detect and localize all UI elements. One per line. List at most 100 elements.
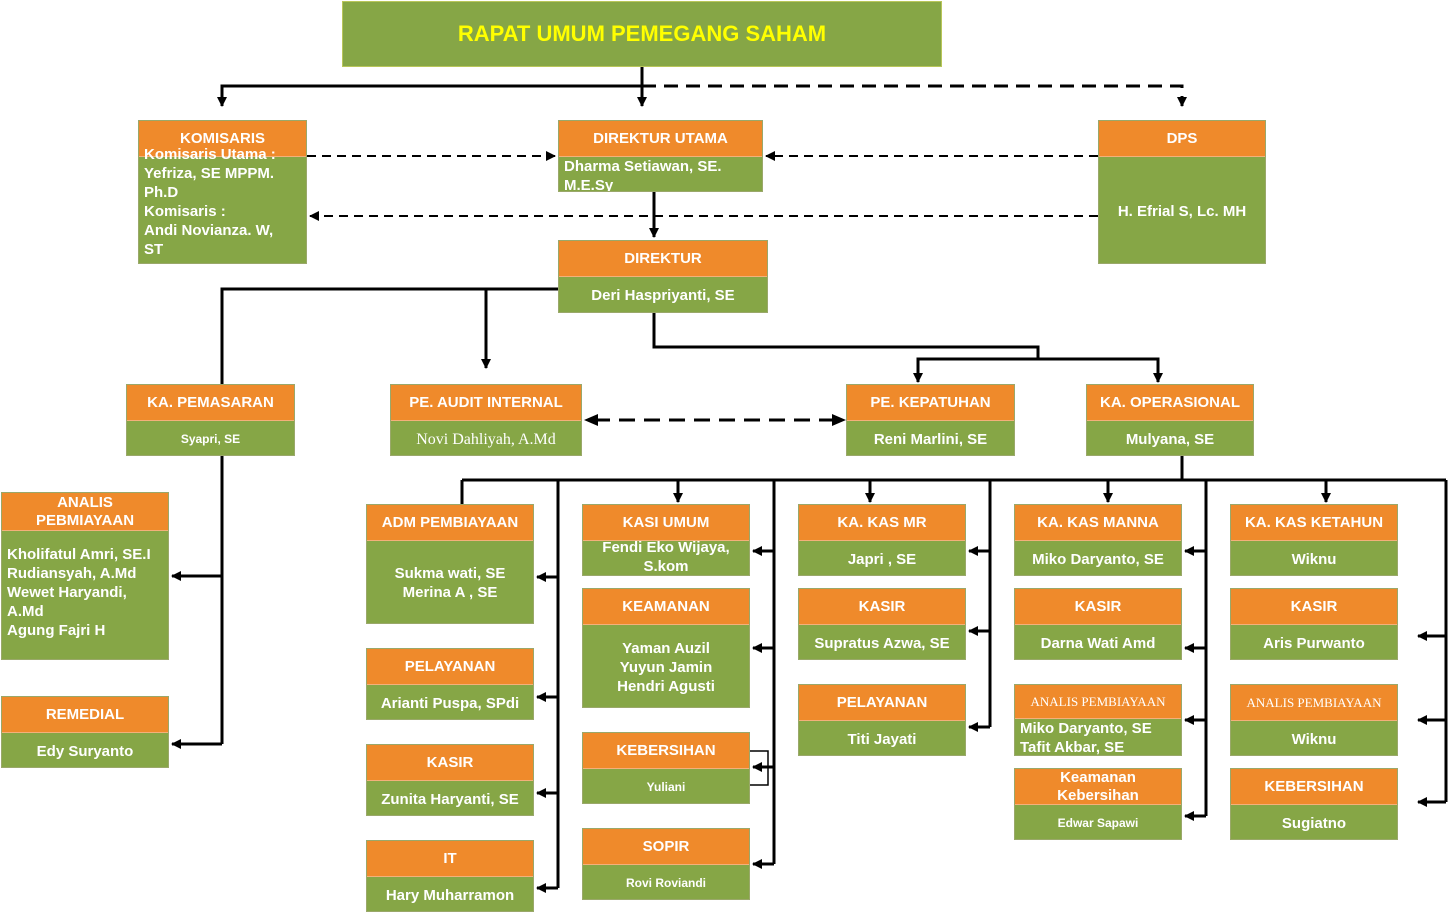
analis-pembiayaan-line: Kholifatul Amri, SE.I — [7, 546, 151, 563]
audit-line: Novi Dahliyah, A.Md — [416, 430, 556, 448]
analis3-body: Miko Daryanto, SE Tafit Akbar, SE — [1015, 719, 1181, 755]
komisaris-line: Komisaris : — [144, 203, 226, 220]
adm-pembiayaan-box: ADM PEMBIAYAAN Sukma wati, SE Merina A ,… — [366, 504, 534, 624]
analis3-line: Miko Daryanto, SE — [1020, 720, 1152, 737]
kasir4-body: Aris Purwanto — [1231, 625, 1397, 659]
kasir1-line: Zunita Haryanti, SE — [381, 790, 519, 808]
analis3-box: ANALIS PEMBIAYAAN Miko Daryanto, SE Tafi… — [1014, 684, 1182, 756]
kasi-umum-box: KASI UMUM Fendi Eko Wijaya, S.kom — [582, 504, 750, 576]
kebersihan2-body: Sugiatno — [1231, 805, 1397, 839]
direktur-header: DIREKTUR — [559, 241, 767, 277]
keamanan-kebersihan-title-line: Kebersihan — [1057, 786, 1139, 804]
dirut-body: Dharma Setiawan, SE. M.E.Sy — [559, 157, 762, 192]
analis4-body: Wiknu — [1231, 721, 1397, 755]
kepatuhan-header: PE. KEPATUHAN — [847, 385, 1014, 421]
kas-ketahun-line: Wiknu — [1291, 550, 1337, 568]
komisaris-body: Komisaris Utama : Yefriza, SE MPPM. Ph.D… — [139, 145, 306, 258]
dirut-line: Dharma Setiawan, SE. — [564, 158, 722, 175]
dps-box: DPS H. Efrial S, Lc. MH — [1098, 120, 1266, 264]
kasir2-line: Supratus Azwa, SE — [814, 634, 950, 652]
kasir3-body: Darna Wati Amd — [1015, 625, 1181, 659]
keamanan-kebersihan-box: Keamanan Kebersihan Edwar Sapawi — [1014, 768, 1182, 840]
ka-operasional-header: KA. OPERASIONAL — [1087, 385, 1253, 421]
kebersihan1-box: KEBERSIHAN Yuliani — [582, 732, 750, 804]
analis-pembiayaan-box: ANALIS PEBMIAYAAN Kholifatul Amri, SE.I … — [1, 492, 169, 660]
kasir2-body: Supratus Azwa, SE — [799, 625, 965, 659]
kebersihan2-line: Sugiatno — [1281, 814, 1347, 832]
kas-ketahun-box: KA. KAS KETAHUN Wiknu — [1230, 504, 1398, 576]
remedial-line: Edy Suryanto — [36, 742, 134, 760]
keamanan-kebersihan-line: Edwar Sapawi — [1057, 815, 1139, 830]
kepatuhan-box: PE. KEPATUHAN Reni Marlini, SE — [846, 384, 1015, 456]
audit-box: PE. AUDIT INTERNAL Novi Dahliyah, A.Md — [390, 384, 582, 456]
kasir1-body: Zunita Haryanti, SE — [367, 781, 533, 815]
analis-pembiayaan-body: Kholifatul Amri, SE.I Rudiansyah, A.Md W… — [2, 531, 168, 659]
kasir3-header: KASIR — [1015, 589, 1181, 625]
adm-pembiayaan-body: Sukma wati, SE Merina A , SE — [367, 541, 533, 623]
analis-pembiayaan-line: Wewet Haryandi, — [7, 584, 127, 601]
analis-pembiayaan-line: Rudiansyah, A.Md — [7, 565, 137, 582]
kasir4-header: KASIR — [1231, 589, 1397, 625]
sopir-header: SOPIR — [583, 829, 749, 865]
keamanan-header: KEAMANAN — [583, 589, 749, 625]
dirut-header: DIREKTUR UTAMA — [559, 121, 762, 157]
line-keb1-loop — [750, 750, 769, 786]
kasir3-line: Darna Wati Amd — [1040, 634, 1156, 652]
komisaris-box: KOMISARIS Komisaris Utama : Yefriza, SE … — [138, 120, 307, 264]
analis4-line: Wiknu — [1291, 730, 1337, 748]
keamanan-line: Yuyun Jamin — [619, 658, 713, 676]
kasir2-box: KASIR Supratus Azwa, SE — [798, 588, 966, 660]
ka-pemasaran-header: KA. PEMASARAN — [127, 385, 294, 421]
adm-pembiayaan-line: Sukma wati, SE — [394, 565, 506, 582]
audit-header: PE. AUDIT INTERNAL — [391, 385, 581, 421]
line-rups-komisaris — [217, 84, 642, 107]
ka-pemasaran-body: Syapri, SE — [127, 421, 294, 455]
kas-ketahun-body: Wiknu — [1231, 541, 1397, 575]
kebersihan1-header: KEBERSIHAN — [583, 733, 749, 769]
direktur-line: Deri Haspriyanti, SE — [591, 287, 735, 304]
remedial-box: REMEDIAL Edy Suryanto — [1, 696, 169, 768]
kebersihan1-body: Yuliani — [583, 769, 749, 803]
direktur-body: Deri Haspriyanti, SE — [559, 277, 767, 312]
analis-pembiayaan-line: Agung Fajri H — [7, 622, 106, 639]
kasir4-line: Aris Purwanto — [1263, 634, 1365, 652]
rups-title: RAPAT UMUM PEMEGANG SAHAM — [457, 21, 827, 46]
remedial-body: Edy Suryanto — [2, 733, 168, 767]
ka-operasional-box: KA. OPERASIONAL Mulyana, SE — [1086, 384, 1254, 456]
adm-pembiayaan-header: ADM PEMBIAYAAN — [367, 505, 533, 541]
remedial-header: REMEDIAL — [2, 697, 168, 733]
audit-body: Novi Dahliyah, A.Md — [391, 421, 581, 455]
rups-box: RAPAT UMUM PEMEGANG SAHAM — [342, 1, 942, 67]
it-body: Hary Muharramon — [367, 877, 533, 911]
analis-pembiayaan-line: A.Md — [7, 603, 44, 620]
line-direktur-right — [652, 313, 1040, 359]
kas-mr-header: KA. KAS MR — [799, 505, 965, 541]
dirut-box: DIREKTUR UTAMA Dharma Setiawan, SE. M.E.… — [558, 120, 763, 192]
kepatuhan-line: Reni Marlini, SE — [873, 430, 988, 448]
kepatuhan-body: Reni Marlini, SE — [847, 421, 1014, 455]
analis3-header: ANALIS PEMBIAYAAN — [1015, 685, 1181, 719]
komisaris-line: Andi Novianza. W, — [144, 222, 274, 239]
kas-manna-header: KA. KAS MANNA — [1015, 505, 1181, 541]
ka-pemasaran-box: KA. PEMASARAN Syapri, SE — [126, 384, 295, 456]
dps-line: H. Efrial S, Lc. MH — [1117, 202, 1247, 220]
kebersihan2-header: KEBERSIHAN — [1231, 769, 1397, 805]
analis-pembiayaan-title-line: PEBMIAYAAN — [35, 511, 135, 529]
ka-operasional-line: Mulyana, SE — [1125, 430, 1215, 448]
line-to-kepatuhan — [913, 357, 1038, 383]
kas-mr-line: Japri , SE — [847, 550, 917, 568]
keamanan-kebersihan-header: Keamanan Kebersihan — [1015, 769, 1181, 805]
sopir-box: SOPIR Rovi Roviandi — [582, 828, 750, 900]
dirut-line: M.E.Sy — [564, 177, 614, 192]
kas-ketahun-header: KA. KAS KETAHUN — [1231, 505, 1397, 541]
komisaris-line: Komisaris Utama : — [144, 146, 276, 163]
kas-mr-box: KA. KAS MR Japri , SE — [798, 504, 966, 576]
kasi-umum-line: Fendi Eko Wijaya, — [602, 539, 730, 556]
kasir1-box: KASIR Zunita Haryanti, SE — [366, 744, 534, 816]
arrowhead-audit — [584, 414, 598, 426]
direktur-box: DIREKTUR Deri Haspriyanti, SE — [558, 240, 768, 313]
it-header: IT — [367, 841, 533, 877]
kas-manna-body: Miko Daryanto, SE — [1015, 541, 1181, 575]
pelayanan1-box: PELAYANAN Arianti Puspa, SPdi — [366, 648, 534, 720]
it-line: Hary Muharramon — [385, 886, 515, 904]
